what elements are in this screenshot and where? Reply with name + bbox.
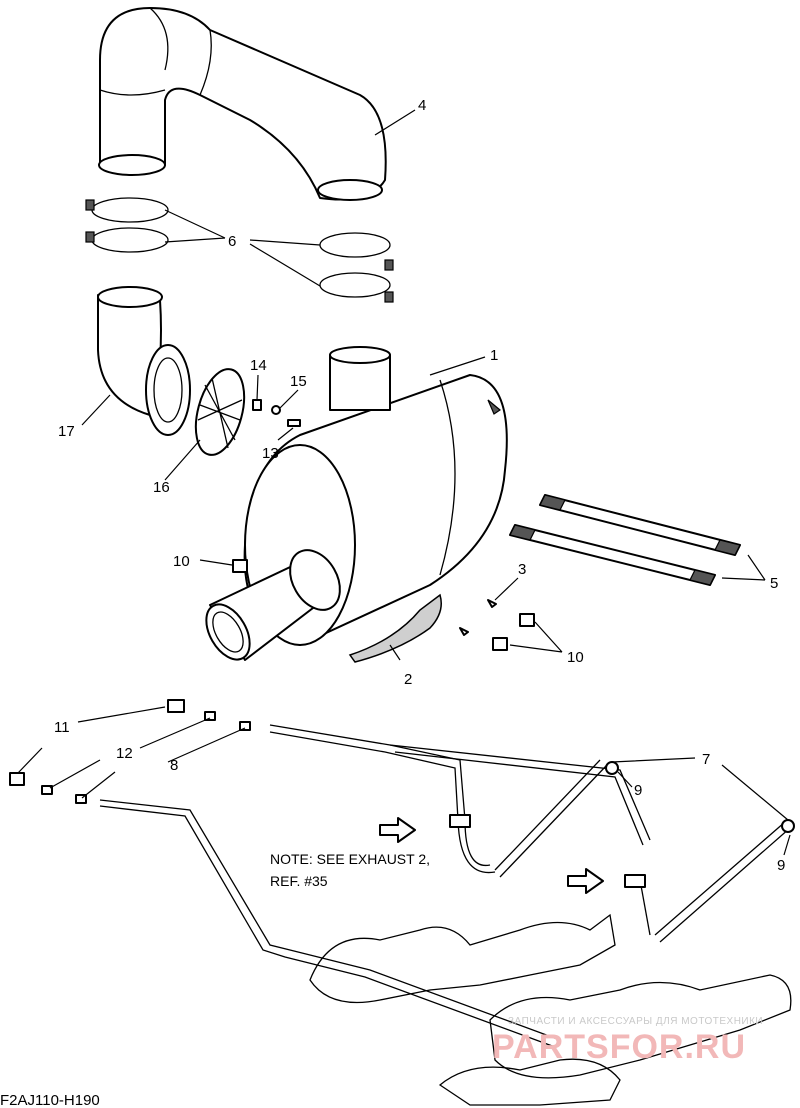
reference-arrows xyxy=(379,817,604,894)
callout-5: 5 xyxy=(770,575,778,592)
engine-outline xyxy=(309,913,792,1106)
fittings-8-11-12 xyxy=(9,699,251,804)
callout-17: 17 xyxy=(58,423,75,440)
heat-shield-2 xyxy=(348,593,442,663)
callout-7: 7 xyxy=(702,751,710,768)
callout-9-upper: 9 xyxy=(634,782,642,799)
reference-note: NOTE: SEE EXHAUST 2, REF. #35 xyxy=(270,851,430,889)
note-line-1: NOTE: SEE EXHAUST 2, xyxy=(270,851,430,867)
drawing-code: F2AJ110-H190 xyxy=(0,1092,100,1108)
brackets-10 xyxy=(232,559,535,651)
callout-10-left: 10 xyxy=(173,553,190,570)
outlet-pipe xyxy=(205,549,341,661)
callout-11: 11 xyxy=(54,719,70,736)
exhaust-pipe-4 xyxy=(98,7,387,201)
callout-16: 16 xyxy=(153,479,170,496)
tubing xyxy=(99,724,795,1048)
gasket-16 xyxy=(194,368,246,456)
straps-5 xyxy=(509,494,741,586)
callout-4: 4 xyxy=(418,97,426,114)
callout-2: 2 xyxy=(404,671,412,688)
hardware-13-14-15 xyxy=(252,399,301,427)
callout-15: 15 xyxy=(290,373,307,390)
watermark: ЗАПЧАСТИ И АКСЕССУАРЫ ДЛЯ МОТОТЕХНИКИ PA… xyxy=(492,1016,763,1066)
callout-9-lower: 9 xyxy=(777,857,785,874)
callout-1: 1 xyxy=(490,347,498,364)
callout-labels: 4 6 1 14 15 13 17 16 10 3 5 10 2 11 12 8… xyxy=(54,97,785,874)
watermark-logo: PARTSFOR.RU xyxy=(492,1028,746,1066)
elbow-17 xyxy=(97,286,191,436)
callout-12: 12 xyxy=(116,745,133,762)
watermark-tagline: ЗАПЧАСТИ И АКСЕССУАРЫ ДЛЯ МОТОТЕХНИКИ xyxy=(508,1016,763,1027)
callout-14: 14 xyxy=(250,357,267,374)
callout-3: 3 xyxy=(518,561,526,578)
callout-6: 6 xyxy=(228,233,236,250)
callout-8: 8 xyxy=(170,757,178,774)
note-line-2: REF. #35 xyxy=(270,873,328,889)
callout-13: 13 xyxy=(262,445,279,462)
clamps-6 xyxy=(85,197,394,303)
callout-10-right: 10 xyxy=(567,649,584,666)
leader-lines xyxy=(17,109,791,856)
